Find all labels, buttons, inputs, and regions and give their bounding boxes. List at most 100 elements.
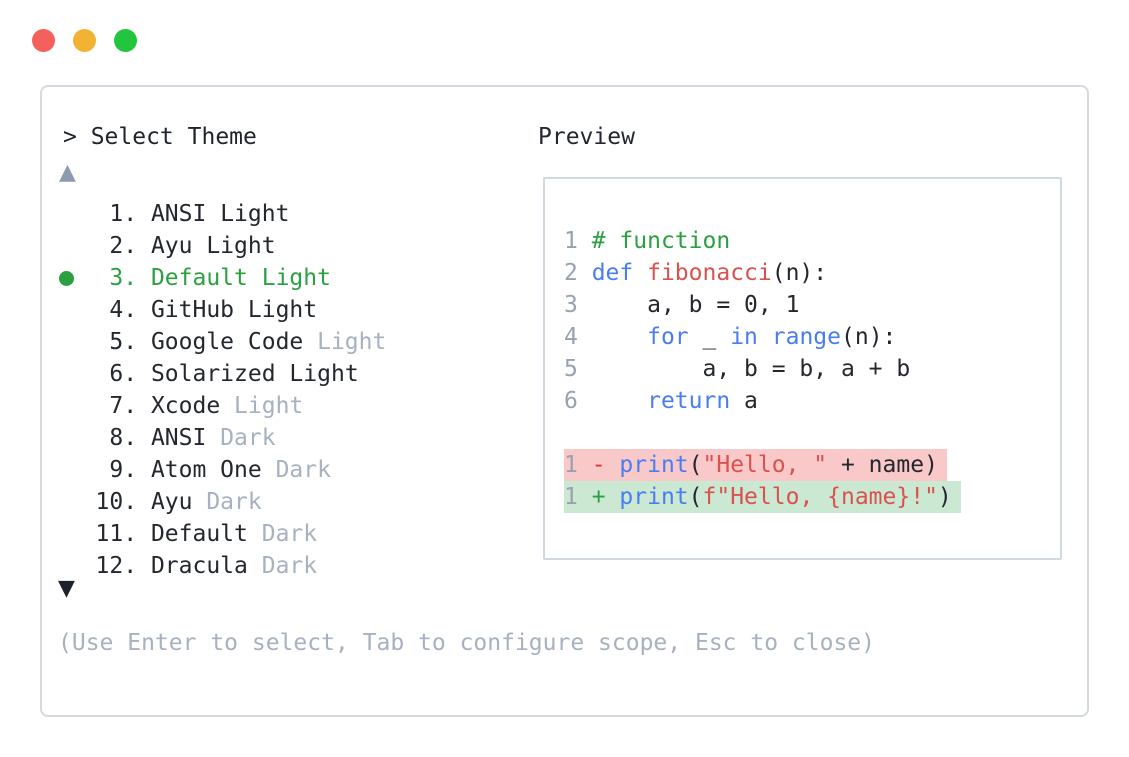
diff-line-del: 1 - print("Hello, " + name) [564, 449, 1050, 481]
theme-item-number: 12. [54, 553, 138, 579]
minimize-window-icon[interactable] [73, 29, 96, 52]
theme-item-variant: Dark [206, 425, 276, 451]
theme-item-number: 2. [54, 233, 138, 259]
theme-item[interactable]: 9. Atom One Dark [54, 454, 386, 486]
select-theme-prompt: > Select Theme [63, 124, 257, 150]
code-line: 4 for _ in range(n): [564, 321, 1050, 353]
theme-item-name: Ayu [137, 489, 193, 515]
theme-item-number: 1. [54, 201, 138, 227]
preview-label: Preview [538, 124, 635, 150]
theme-item-name: Solarized [137, 361, 276, 387]
code-token-kw: print [619, 484, 689, 510]
code-token-str: f"Hello, {name}!" [702, 484, 938, 510]
line-number: 1 [564, 228, 592, 254]
theme-item-variant: Light [220, 393, 304, 419]
code-line: 5 a, b = b, a + b [564, 353, 1050, 385]
code-token-plain [758, 324, 772, 350]
theme-item-name: ANSI [137, 425, 207, 451]
line-number: 5 [564, 356, 592, 382]
code-token-kw: print [619, 452, 689, 478]
theme-item-variant: Light [192, 233, 276, 259]
code-token-comment: # function [591, 228, 731, 254]
close-window-icon[interactable] [32, 29, 55, 52]
line-number: 4 [564, 324, 592, 350]
theme-item[interactable]: 6. Solarized Light [54, 358, 386, 390]
theme-item-variant: Dark [192, 489, 262, 515]
theme-item[interactable]: 5. Google Code Light [54, 326, 386, 358]
theme-item-name: Google Code [137, 329, 304, 355]
theme-item[interactable]: 10. Ayu Dark [54, 486, 386, 518]
theme-item-name: Ayu [137, 233, 193, 259]
theme-list: 1. ANSI Light 2. Ayu Light 3. Default Li… [54, 198, 386, 582]
theme-item-name: Dracula [137, 553, 248, 579]
code-token-plain [633, 260, 647, 286]
theme-item[interactable]: 11. Default Dark [54, 518, 386, 550]
code-token-plain: ( [688, 484, 703, 510]
code-token-plain: a [730, 388, 758, 414]
theme-item-name: Atom One [137, 457, 262, 483]
theme-item-number: 4. [54, 297, 138, 323]
code-token-plain: a, b = 0, 1 [591, 292, 800, 318]
keyboard-hints: (Use Enter to select, Tab to configure s… [58, 630, 875, 656]
theme-item-name: Default [137, 521, 248, 547]
code-token-str: "Hello, " [702, 452, 828, 478]
theme-item[interactable]: 2. Ayu Light [54, 230, 386, 262]
theme-item-variant: Dark [247, 521, 318, 547]
theme-item[interactable]: 3. Default Light [54, 262, 386, 294]
code-token-plain: a, b = b, a + b [591, 356, 911, 382]
diff-highlight-add: 1 + print(f"Hello, {name}!") [564, 481, 961, 513]
theme-item-variant: Dark [247, 553, 318, 579]
theme-item-name: ANSI [137, 201, 207, 227]
line-number: 1 [564, 484, 592, 510]
code-token-del-sign: - [591, 452, 620, 478]
theme-item[interactable]: 1. ANSI Light [54, 198, 386, 230]
code-token-kw: in [730, 324, 758, 350]
theme-item-name: Xcode [137, 393, 221, 419]
code-line: 2 def fibonacci(n): [564, 257, 1050, 289]
code-token-kw: def [591, 260, 634, 286]
theme-item-name: GitHub [137, 297, 235, 323]
code-token-kw: return [647, 388, 731, 414]
theme-item-number: 10. [54, 489, 138, 515]
code-token-plain [592, 324, 647, 350]
theme-item-number: 7. [54, 393, 138, 419]
line-number: 2 [564, 260, 592, 286]
line-number: 1 [564, 452, 592, 478]
theme-item[interactable]: 7. Xcode Light [54, 390, 386, 422]
theme-item-variant: Light [275, 361, 359, 387]
theme-picker-panel: > Select Theme ▲ 1. ANSI Light 2. Ayu Li… [40, 85, 1089, 717]
code-token-plain: _ [688, 324, 731, 350]
theme-item-variant: Light [247, 265, 331, 291]
line-number: 6 [564, 388, 592, 414]
code-line [564, 417, 1050, 449]
code-token-plain: (n): [771, 260, 828, 286]
theme-item-variant: Light [234, 297, 318, 323]
code-line: 3 a, b = 0, 1 [564, 289, 1050, 321]
code-line: 6 return a [564, 385, 1050, 417]
theme-item-number: 5. [54, 329, 138, 355]
theme-item-number: 6. [54, 361, 138, 387]
theme-item[interactable]: 4. GitHub Light [54, 294, 386, 326]
scroll-up-icon[interactable]: ▲ [59, 160, 76, 185]
theme-item-variant: Light [303, 329, 387, 355]
theme-item-number: 11. [54, 521, 138, 547]
code-token-plain: (n): [841, 324, 897, 350]
theme-item[interactable]: 12. Dracula Dark [54, 550, 386, 582]
theme-item-variant: Light [206, 201, 290, 227]
code-token-plain: ) [937, 484, 952, 510]
diff-highlight-del: 1 - print("Hello, " + name) [564, 449, 947, 481]
theme-item[interactable]: 8. ANSI Dark [54, 422, 386, 454]
code-token-plain: + name) [827, 452, 938, 478]
theme-item-number: 9. [54, 457, 138, 483]
diff-line-add: 1 + print(f"Hello, {name}!") [564, 481, 1050, 513]
theme-item-variant: Dark [261, 457, 331, 483]
code-line: 1 # function [564, 225, 1050, 257]
zoom-window-icon[interactable] [114, 29, 137, 52]
scroll-down-icon[interactable]: ▼ [58, 576, 75, 601]
theme-item-name: Default [137, 265, 248, 291]
code-token-plain: ( [688, 452, 703, 478]
code-token-kw: for [647, 324, 689, 350]
line-number: 3 [564, 292, 592, 318]
